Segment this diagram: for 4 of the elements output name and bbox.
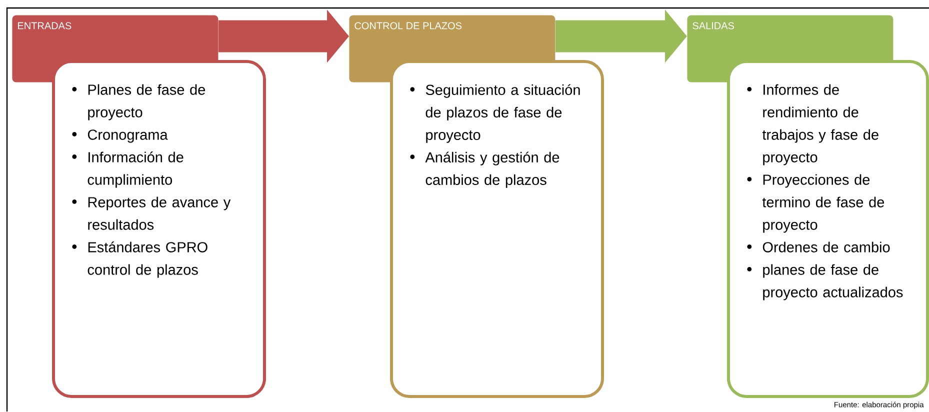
node-label: ENTRADAS bbox=[18, 22, 72, 30]
list-box: Seguimiento a situación de plazos de fase de proyecto Análisis y gestión de cambios de plazos bbox=[390, 60, 604, 398]
list-box: Informes de rendimiento de trabajos y fase de proyecto Proyecciones de termino de fase de proyecto Ordenes de cambio planes de fase de proyecto actualizados bbox=[727, 60, 929, 398]
list-box: Planes de fase de proyecto Cronograma Información de cumplimiento Reportes de avance y resultados Estándares GPRO control de plazos bbox=[52, 60, 266, 398]
